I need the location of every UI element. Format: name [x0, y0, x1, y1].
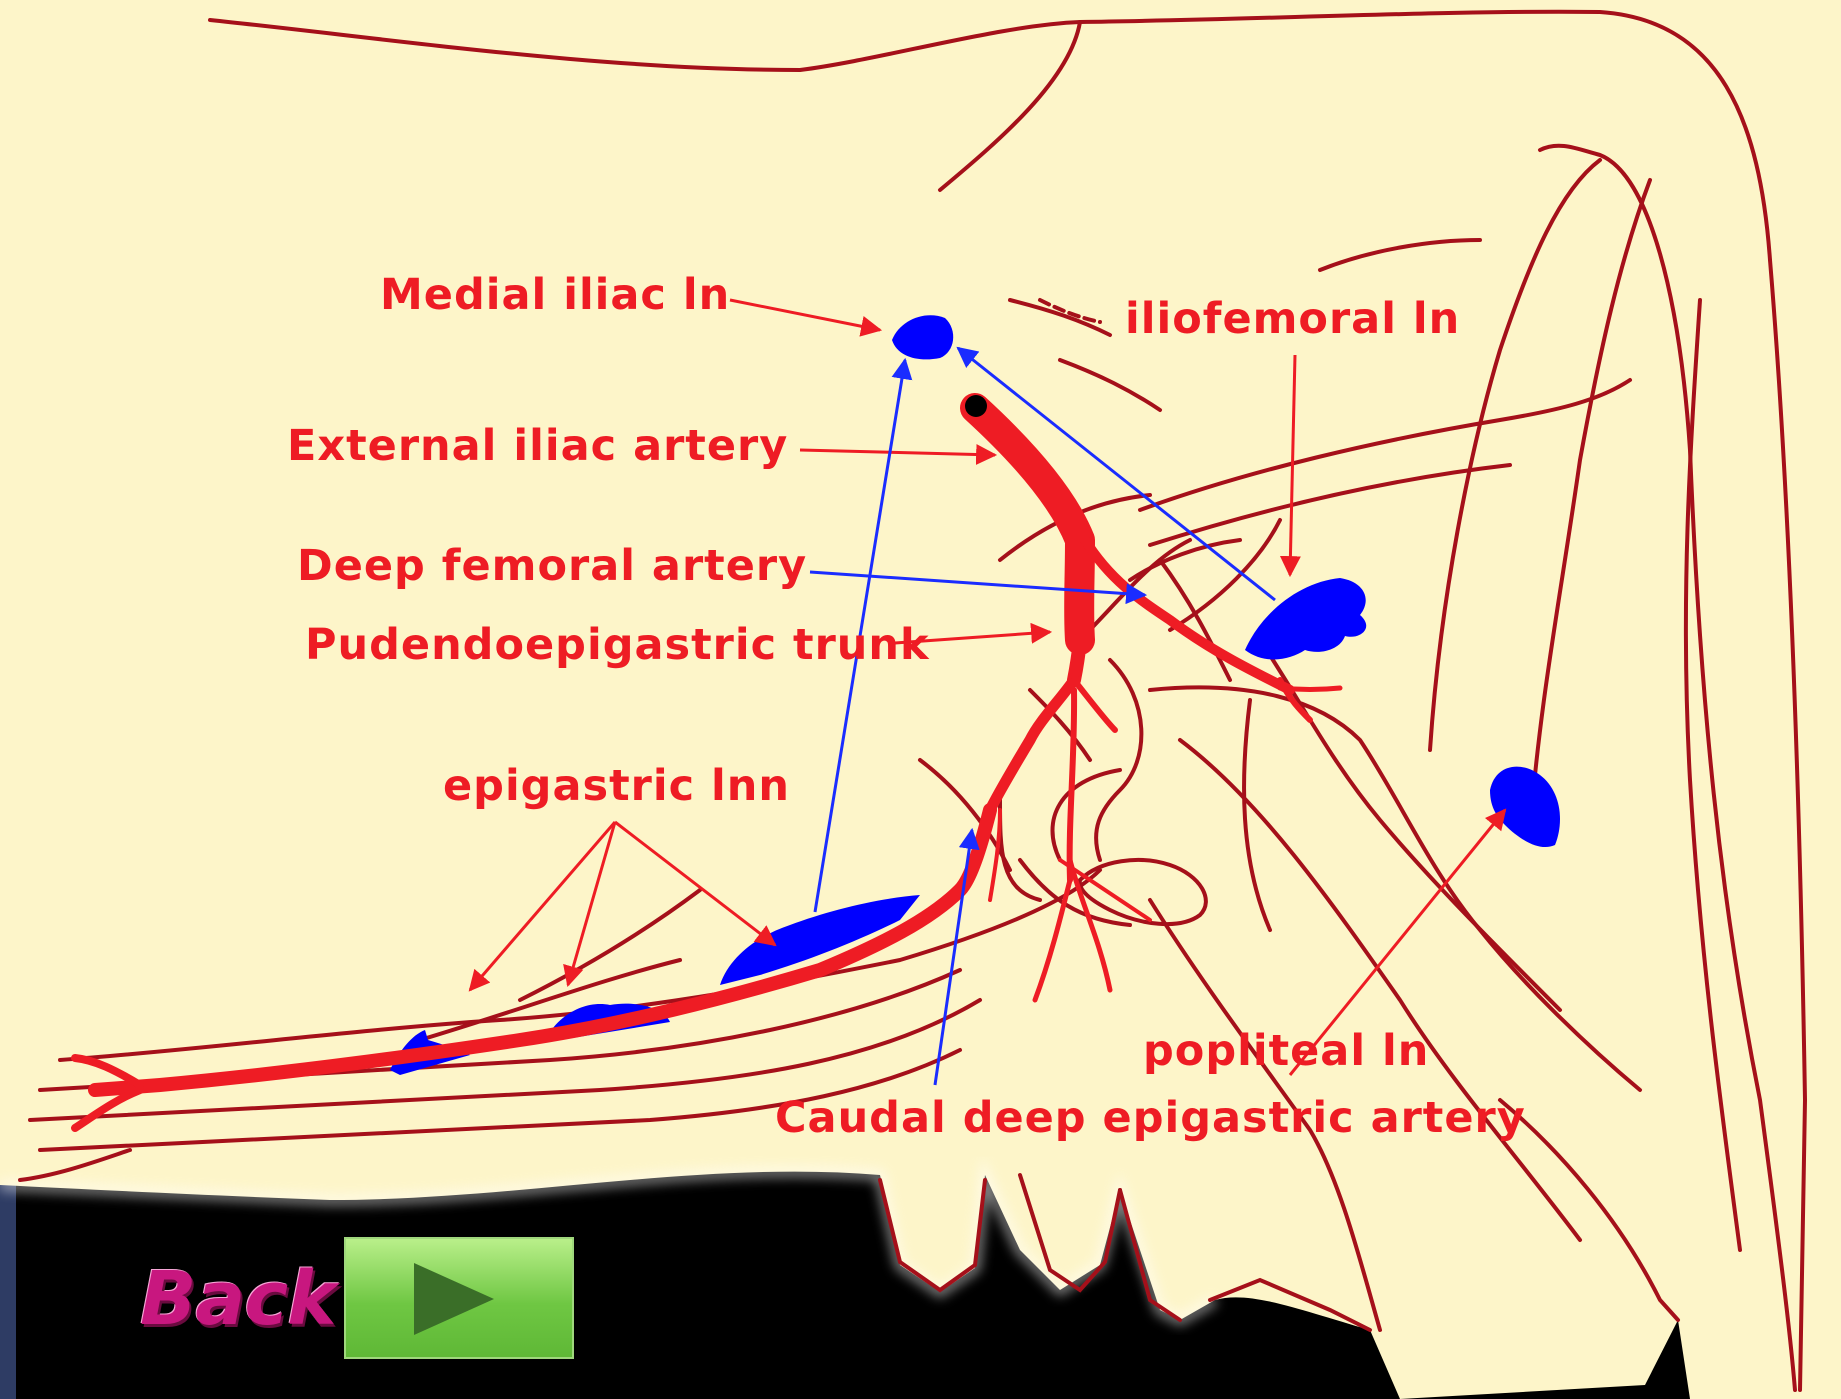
artery-cut-end [965, 395, 987, 417]
label-iliofemoral-ln: iliofemoral ln [1125, 298, 1460, 341]
label-popliteal-ln: popliteal ln [1143, 1030, 1429, 1073]
label-external-iliac-artery: External iliac artery [287, 425, 788, 468]
play-icon [414, 1263, 494, 1335]
label-pudendoepigastric-trunk: Pudendoepigastric trunk [305, 624, 930, 667]
label-caudal-deep-epigastric-artery: Caudal deep epigastric artery [775, 1097, 1526, 1140]
label-medial-iliac-ln: Medial iliac ln [380, 274, 730, 317]
label-deep-femoral-artery: Deep femoral artery [297, 545, 807, 588]
back-label[interactable]: Back [140, 1262, 335, 1336]
label-epigastric-lnn: epigastric lnn [443, 765, 790, 808]
pudendoepigastric-trunk [1074, 640, 1080, 680]
play-button[interactable] [344, 1237, 574, 1359]
